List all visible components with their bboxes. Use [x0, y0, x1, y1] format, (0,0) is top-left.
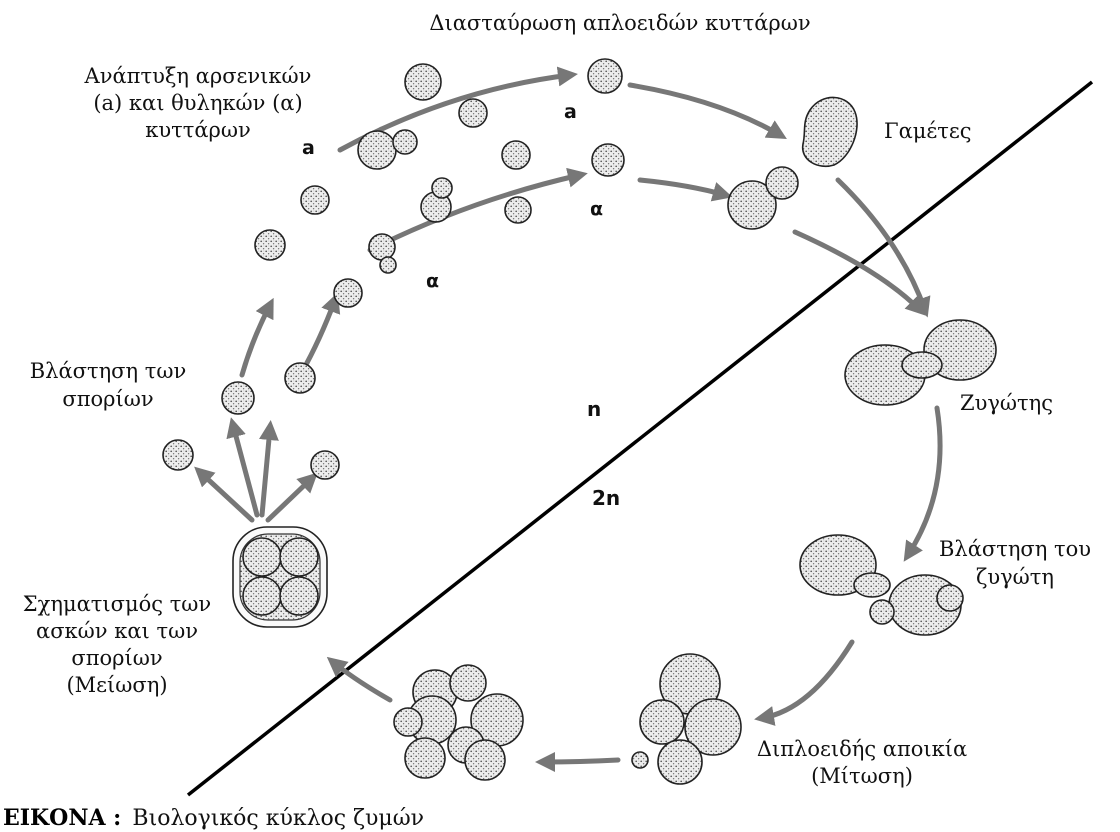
label-spore-germination-line1: Βλάστηση των [30, 359, 187, 383]
arrow-zygote-germination [908, 408, 940, 555]
arrow-male-gamete-to-zygote [838, 180, 925, 310]
label-diploid-colony-line1: Διπλοειδής αποικία [757, 737, 967, 761]
haploid-cell-female [592, 144, 624, 176]
caption-text: Βιολογικός κύκλος ζυμών [132, 806, 424, 831]
label-diploid-colony-line2: (Μίτωση) [811, 764, 913, 788]
haploid-cell-female [505, 197, 531, 223]
haploid-cell-male [405, 64, 441, 100]
arrow-spore-germination-male [242, 305, 270, 375]
cycle-arrows [200, 75, 940, 762]
arrow-spore-up-3 [262, 428, 270, 515]
arrow-spore-germination-female [302, 300, 335, 372]
ploidy-diploid-label: 2n [592, 486, 620, 510]
label-development-line2: (a) και θυληκών (α) [93, 91, 302, 115]
arrow-cross-female [640, 180, 725, 195]
arrow-spore-up-4 [268, 478, 312, 520]
label-zygote-germination-line2: ζυγώτη [976, 565, 1054, 589]
label-asci-line4: (Μείωση) [66, 673, 167, 697]
arrow-colony-to-colony [543, 760, 618, 762]
arrow-female-gamete-to-zygote [795, 232, 920, 310]
haploid-cell-female [380, 257, 396, 273]
spore-cell [163, 440, 193, 470]
spore-cell [222, 382, 254, 414]
haploid-cell-male [358, 131, 396, 169]
ploidy-haploid-label: n [587, 397, 601, 421]
label-zygote-germination-line1: Βλάστηση του [939, 537, 1091, 561]
mating-type-alpha-upper: α [590, 198, 603, 220]
arrow-female-development [370, 175, 580, 250]
label-spore-germination-line2: σπορίων [62, 387, 153, 411]
diploid-colony-left [394, 665, 523, 780]
label-haploid-cross: Διασταύρωση απλοειδών κυττάρων [429, 11, 810, 35]
mating-type-alpha-left: α [426, 270, 439, 292]
arrow-to-meiosis [333, 662, 390, 700]
diploid-colony-right [632, 654, 741, 784]
arrow-to-diploid-colony [762, 642, 852, 718]
spore-cell [311, 451, 339, 479]
arrow-spore-up-1 [200, 472, 252, 520]
label-zygote: Ζυγώτης [960, 391, 1053, 415]
haploid-cell-male [301, 186, 329, 214]
label-asci-line1: Σχηματισμός των [23, 592, 211, 616]
haploid-cell-female [369, 234, 395, 260]
arrow-spore-up-2 [233, 425, 257, 515]
figure-caption: ΕΙΚΟΝΑ : Βιολογικός κύκλος ζυμών [3, 805, 424, 831]
label-development-line1: Ανάπτυξη αρσενικών [84, 64, 312, 88]
spore-cell [255, 230, 285, 260]
haploid-cell-male [588, 59, 622, 93]
label-gametes: Γαμέτες [884, 119, 972, 143]
spore-cell [285, 363, 315, 393]
haploid-cell-female [334, 279, 362, 307]
mating-type-a-upper: a [564, 101, 577, 123]
mating-type-a-left: a [302, 137, 315, 159]
gamete-cell-female [766, 167, 798, 199]
arrow-cross-male [630, 85, 780, 135]
haploid-cell-male [393, 130, 417, 154]
haploid-cell-female [502, 141, 530, 169]
label-asci-line3: σπορίων [71, 646, 162, 670]
label-asci-line2: ασκών και των [36, 619, 198, 643]
haploid-cell-female [432, 178, 452, 198]
gamete-cell-male [803, 97, 857, 166]
haploid-cell-male [459, 99, 487, 127]
ascus-with-spores [233, 527, 327, 627]
label-development-line3: κυττάρων [145, 118, 251, 142]
caption-prefix: ΕΙΚΟΝΑ : [3, 805, 121, 831]
